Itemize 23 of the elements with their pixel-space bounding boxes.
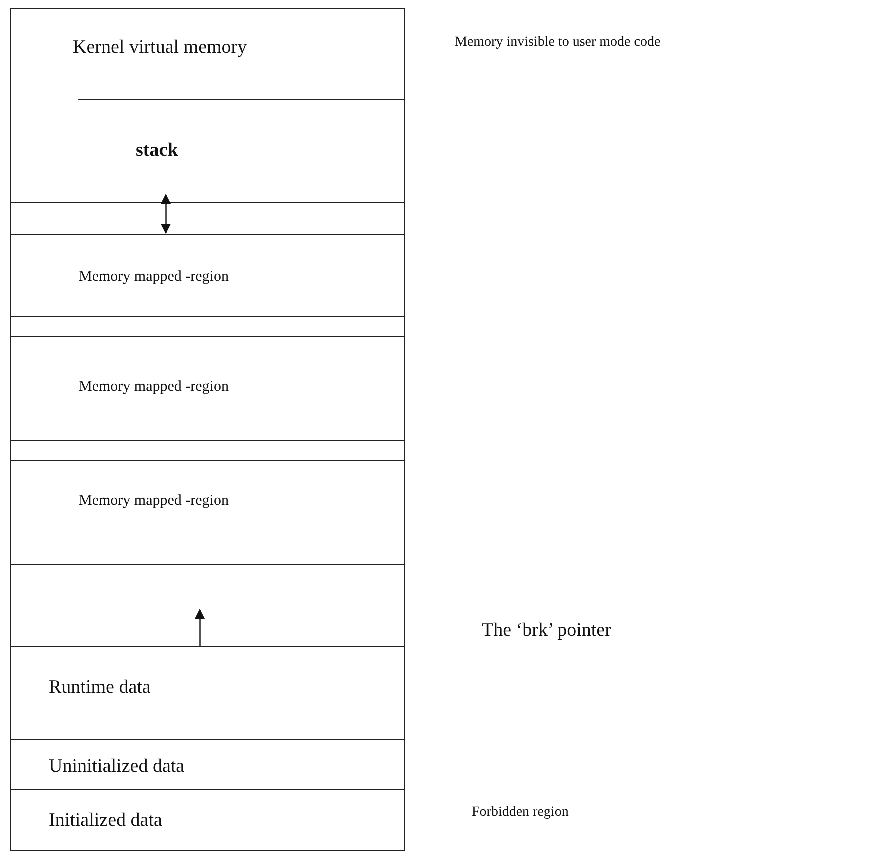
memory-segment-band (10, 337, 405, 441)
memory-segment-band (10, 740, 405, 790)
memory-segment-band (10, 100, 405, 203)
memory-segment-band (10, 8, 405, 100)
annotation-text: Memory invisible to user mode code (455, 35, 661, 51)
annotation-text: The ‘brk’ pointer (482, 620, 612, 642)
segment-label: Uninitialized data (49, 756, 185, 778)
segment-label: Runtime data (49, 677, 151, 699)
memory-segment-band (10, 790, 405, 851)
segment-label: Kernel virtual memory (73, 37, 248, 59)
gap-band (10, 203, 405, 235)
segment-label: Memory mapped -region (79, 269, 229, 286)
segment-label: stack (136, 140, 178, 162)
gap-band (10, 441, 405, 461)
memory-segment-band (10, 647, 405, 740)
segment-label: Memory mapped -region (79, 379, 229, 396)
memory-segment-band (10, 461, 405, 565)
segment-label: Initialized data (49, 810, 162, 832)
segment-label: Memory mapped -region (79, 493, 229, 510)
memory-segment-band (10, 235, 405, 317)
annotation-text: Forbidden region (472, 805, 569, 821)
gap-band (10, 565, 405, 647)
gap-band (10, 317, 405, 337)
